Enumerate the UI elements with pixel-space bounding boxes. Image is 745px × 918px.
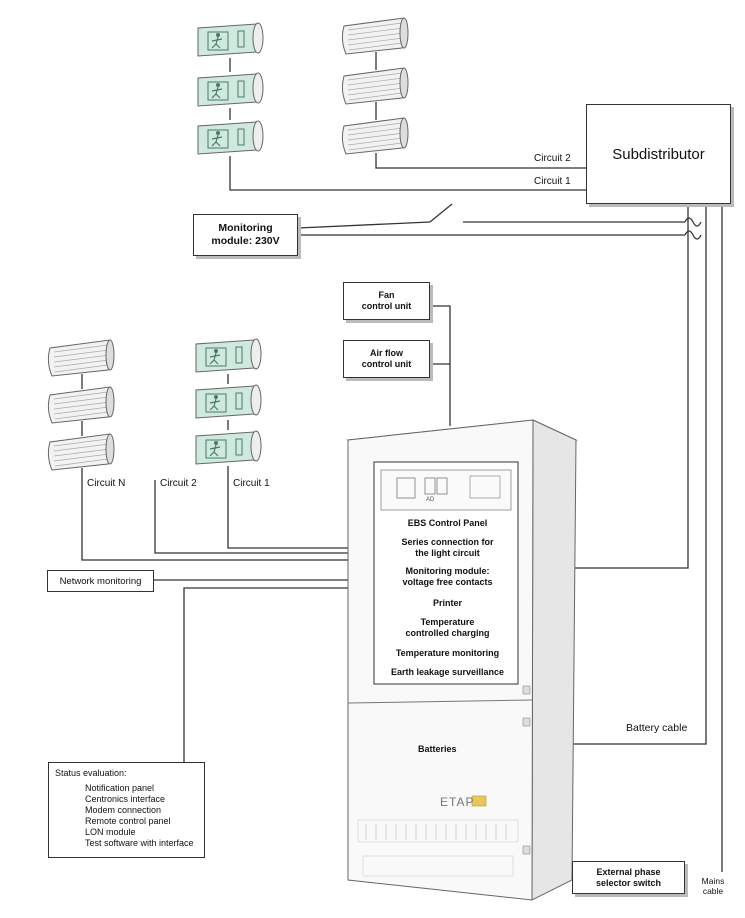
fixture-left-2-icon [47, 386, 115, 424]
fixture-top-middle-2-icon [341, 67, 409, 105]
battery-cable-label: Battery cable [626, 722, 688, 734]
fixture-left-3-icon [47, 433, 115, 471]
feature-printer: Printer [432, 598, 462, 608]
network-monitoring-box: Network monitoring [47, 570, 154, 592]
status-item: LON module [85, 827, 136, 837]
fan-control-line2: control unit [361, 301, 412, 311]
airflow-control-box: Air flow control unit [343, 340, 430, 378]
monitoring-module-box: Monitoring module: 230V [193, 214, 298, 256]
external-switch-line1: External phase [596, 866, 661, 877]
cabinet-indicator-label: AD [426, 497, 435, 503]
fixture-top-middle-1-icon [341, 17, 409, 55]
feature-temperature-monitoring: Temperature monitoring [395, 648, 500, 658]
status-evaluation-title: Status evaluation: [55, 768, 127, 778]
feature-earth-leakage: Earth leakage surveillance [390, 667, 505, 677]
subdistributor-label: Subdistributor [612, 145, 705, 163]
status-item: Test software with interface [85, 838, 194, 848]
circuit-1-top-label: Circuit 1 [534, 176, 571, 187]
circuit-n-label: Circuit N [87, 478, 126, 489]
fixture-left-1-icon [47, 339, 115, 377]
exit-sign-top-left-3-icon [197, 120, 264, 155]
fan-control-box: Fan control unit [343, 282, 430, 320]
feature-series-connection: Series connection for the light circuit [401, 537, 494, 558]
feature-temperature-charging: Temperature controlled charging [405, 617, 490, 638]
fan-control-line1: Fan [378, 290, 395, 300]
mains-cable-label: Mains cable [690, 876, 736, 896]
circuit-2-left-label: Circuit 2 [160, 478, 197, 489]
airflow-control-line2: control unit [361, 359, 412, 369]
monitoring-module-line2: module: 230V [211, 235, 280, 247]
feature-ebs-control-panel: EBS Control Panel [407, 518, 488, 528]
mains-cable-line1: Mains [701, 876, 725, 886]
circuit-2-top-label: Circuit 2 [534, 153, 571, 164]
status-item: Notification panel [85, 783, 155, 793]
network-monitoring-label: Network monitoring [59, 575, 142, 587]
mains-cable-line2: cable [702, 886, 724, 896]
exit-sign-top-left-2-icon [197, 72, 264, 107]
exit-sign-middle-3-icon [195, 430, 262, 465]
feature-monitoring-module: Monitoring module: voltage free contacts [402, 566, 493, 587]
circuit-1-left-label: Circuit 1 [233, 478, 270, 489]
status-evaluation-box: Status evaluation: Notification panel Ce… [48, 762, 205, 858]
status-item: Remote control panel [85, 816, 171, 826]
exit-sign-top-left-1-icon [197, 22, 264, 57]
status-item: Centronics interface [85, 794, 166, 804]
etap-logo: ETAP [440, 795, 475, 809]
ebs-cabinet [346, 419, 578, 901]
external-phase-switch-box: External phase selector switch [572, 861, 685, 894]
external-switch-line2: selector switch [595, 877, 662, 888]
fixture-top-middle-3-icon [341, 117, 409, 155]
subdistributor-box: Subdistributor [586, 104, 731, 204]
status-item: Modem connection [85, 805, 162, 815]
batteries-label: Batteries [418, 744, 457, 754]
exit-sign-middle-1-icon [195, 338, 262, 373]
airflow-control-line1: Air flow [370, 348, 403, 358]
exit-sign-middle-2-icon [195, 384, 262, 419]
monitoring-module-line1: Monitoring [218, 222, 273, 234]
